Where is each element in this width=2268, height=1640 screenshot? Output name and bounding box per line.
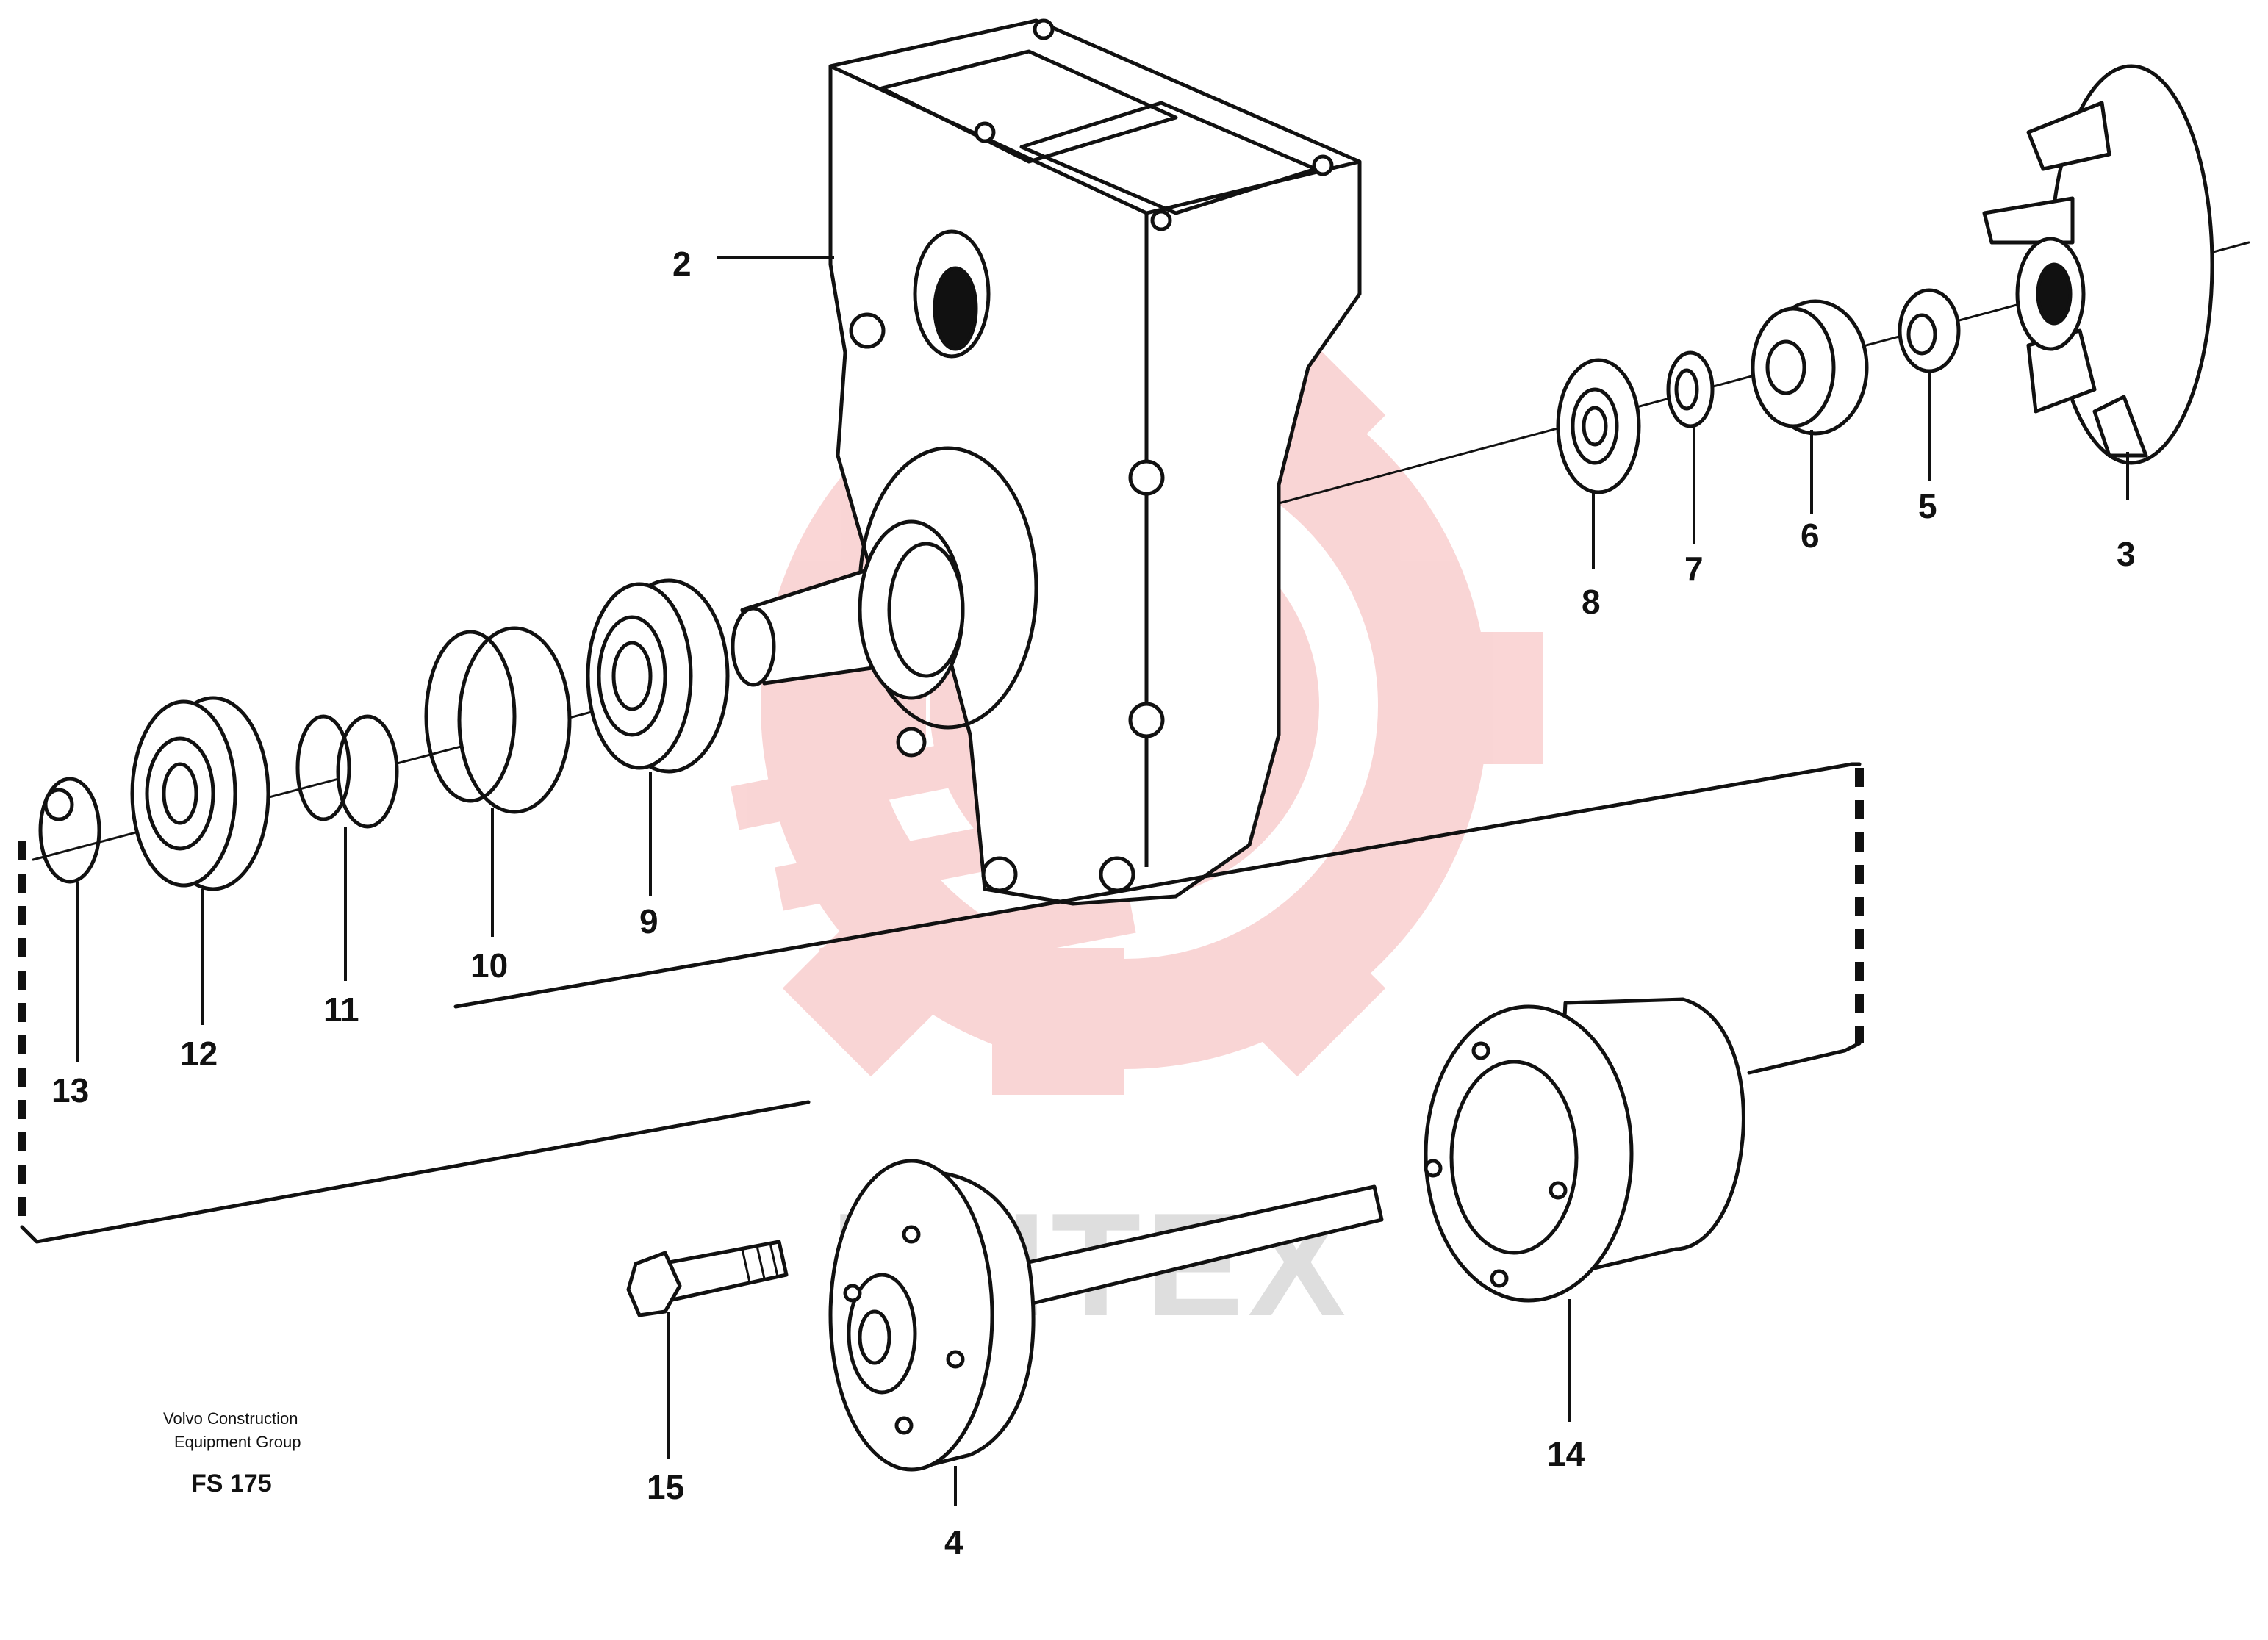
callout-2: 2 (672, 245, 692, 283)
impeller-part-3 (1982, 64, 2214, 465)
callout-15: 15 (647, 1468, 684, 1506)
bolt-part-15 (626, 1240, 789, 1317)
hub-part-14 (1424, 997, 1745, 1303)
callout-9: 9 (639, 902, 658, 941)
callout-7: 7 (1684, 550, 1704, 588)
bearing-part-9 (586, 578, 730, 774)
kit-bracket-line (20, 762, 1862, 1244)
credit-line-2: Equipment Group (174, 1433, 301, 1451)
callout-6: 6 (1801, 517, 1820, 555)
callout-5: 5 (1918, 487, 1937, 525)
figure-code: FS 175 (191, 1470, 272, 1497)
bearing-part-12 (130, 696, 270, 891)
washer-part-7 (1666, 350, 1715, 428)
bearing-part-8 (1556, 358, 1641, 494)
bushing-part-5 (1898, 288, 1961, 373)
circlip-part-13 (38, 777, 101, 884)
callout-13: 13 (51, 1071, 89, 1109)
callout-8: 8 (1582, 583, 1601, 621)
callout-4: 4 (944, 1523, 963, 1561)
callout-10: 10 (470, 946, 508, 985)
coupling-flange-part-4 (828, 1159, 1036, 1472)
ring-part-10 (424, 626, 572, 814)
callout-12: 12 (180, 1035, 218, 1073)
callout-11: 11 (323, 990, 359, 1029)
spacer-part-11 (295, 714, 399, 829)
bearing-housing-part-6 (1751, 299, 1869, 436)
credit-line-1: Volvo Construction (163, 1409, 298, 1428)
callout-3: 3 (2117, 535, 2136, 573)
leader-lines (76, 256, 2129, 1506)
callout-14: 14 (1547, 1435, 1585, 1473)
housing-part-2 (731, 18, 1362, 906)
